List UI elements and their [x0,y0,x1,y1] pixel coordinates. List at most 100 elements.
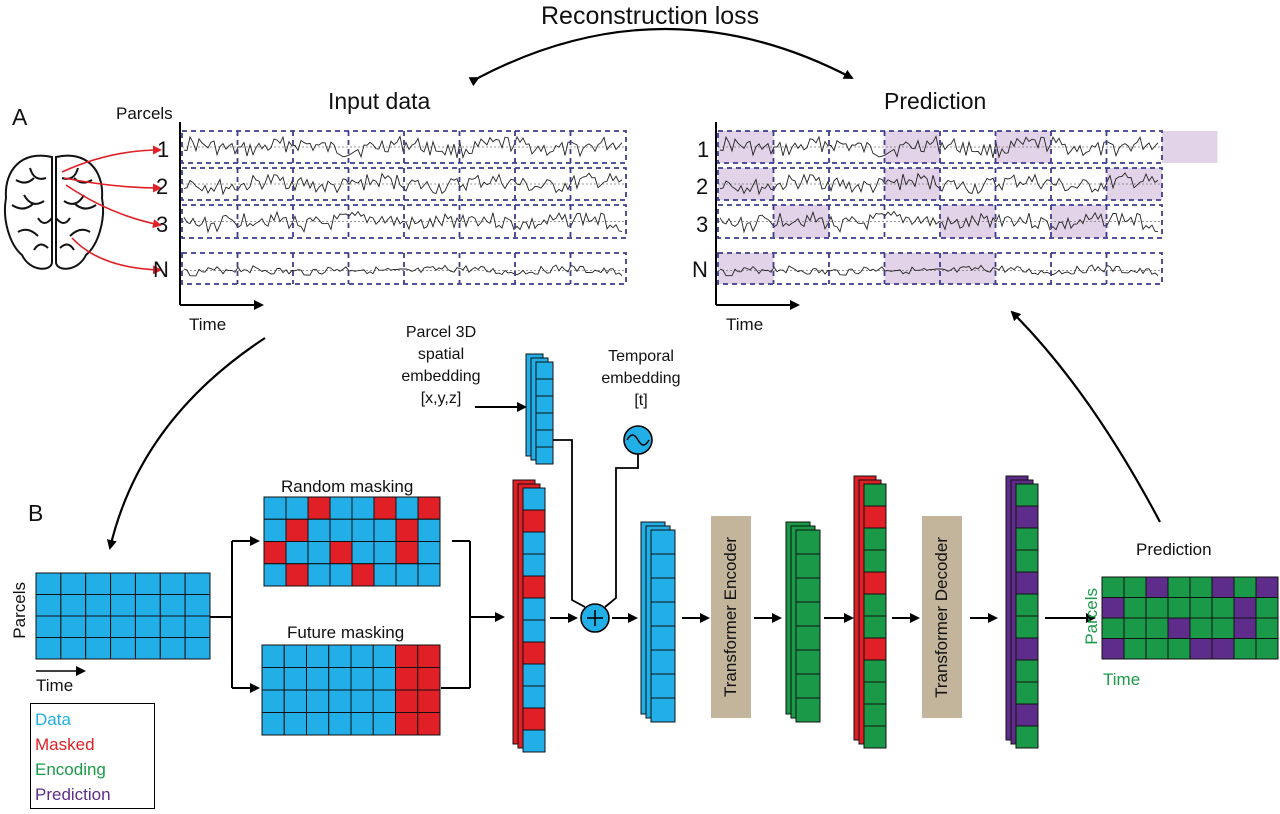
random-mask-cell [373,541,397,565]
future-mask-cell [328,712,352,736]
future-mask-cell [395,644,419,668]
future-mask-cell [372,712,396,736]
output-prediction-cell [1211,576,1235,598]
future-mask-cell [306,667,330,691]
masking-connectors [210,536,505,693]
random-mask-cell [395,496,419,520]
parcels-axis-label: Parcels [116,104,173,123]
data-grid-cell [35,572,62,595]
decoder-output-stack-cell [1015,527,1039,551]
data-grid-cell [60,637,87,660]
random-mask-cell [285,496,309,520]
output-prediction-cell [1145,617,1169,639]
future-mask-cell [261,667,285,691]
signal-trace [719,135,1159,159]
future-mask-cell [306,689,330,713]
spatial-embedding-stack-cell [535,412,554,431]
temporal-embedding-line-3: [t] [634,392,648,409]
random-mask-cell [395,541,419,565]
reconstruction-loss-arrow [468,28,854,87]
encoder-output-stack-cell [795,625,821,651]
data-grid-cell [85,615,112,638]
spatial-embedding-stack-cell [535,395,554,414]
future-mask-cell [417,667,441,691]
random-mask-cell [351,496,375,520]
signal-row-box [717,204,1163,239]
future-mask-cell [350,712,374,736]
spatial-embedding-line-4: [x,y,z] [420,390,462,407]
masked-segment-band [1162,131,1218,163]
prediction-row-label-n: N [692,257,708,282]
data-grid-cell [159,594,186,617]
encoder-output-stack-cell [795,601,821,627]
decoder-output-stack-cell [1015,615,1039,639]
future-mask-cell [395,689,419,713]
embedded-token-stack-cell [650,553,676,579]
temporal-embedding-line-1: Temporal [608,348,674,365]
embedded-token-stack-cell [650,577,676,603]
output-prediction-cell [1255,617,1279,639]
random-mask-cell [307,563,331,587]
future-mask-cell [261,689,285,713]
future-mask-cell [306,712,330,736]
random-mask-cell [307,496,331,520]
future-mask-cell [350,644,374,668]
transformer-encoder-label: Transformer Encoder [721,537,740,697]
future-mask-cell [395,712,419,736]
spatial-embedding-line-2: spatial [417,346,465,363]
masked-input-stack-cell [522,641,546,665]
random-mask-cell [373,496,397,520]
decoder-output-stack-cell [1015,659,1039,683]
masked-input-stack-cell [522,597,546,621]
spatial-embedding-line-3: embedding [401,368,481,385]
random-mask-cell [417,496,441,520]
output-prediction-cell [1233,597,1257,619]
future-masking-label: Future masking [287,623,405,642]
embedded-token-stack-cell [650,673,676,699]
decoder-output-stack-cell [1015,703,1039,727]
future-mask-cell [372,644,396,668]
temporal-embedding-line-2: embedding [601,370,681,387]
input-time-axis-label: Time [189,315,227,334]
decoder-input-stack-cell [863,593,887,617]
sine-wave-icon [623,425,653,455]
encoder-output-stack-cell [795,553,821,579]
future-mask-cell [283,689,307,713]
random-mask-cell [417,541,441,565]
spatial-embedding-stack-cell [535,446,554,465]
masked-segment-band [884,253,940,284]
decoder-input-stack-cell [863,483,887,507]
masked-segment-band [940,253,996,284]
data-grid-cell [35,594,62,617]
masked-input-stack-cell [522,487,546,511]
output-prediction-cell [1189,576,1213,598]
prediction-row-label-3: 3 [696,212,709,237]
decoder-input-stack-cell [863,549,887,573]
embedded-token-stack-cell [650,649,676,675]
sum-node-icon [580,603,610,633]
panel-b-grids [35,496,1279,736]
random-mask-cell [263,541,287,565]
masked-input-stack-cell [522,685,546,709]
random-mask-cell [263,496,287,520]
decoder-input-stack-cell [863,725,887,749]
decoder-input-stack-cell [863,571,887,595]
output-prediction-cell [1167,597,1191,619]
signal-trace [183,210,623,234]
output-prediction-cell [1123,597,1147,619]
embedded-token-stack-cell [650,697,676,723]
transformer-decoder-block: Transformer Decoder [922,516,962,718]
future-mask-cell [328,689,352,713]
data-grid-cell [159,637,186,660]
output-prediction-cell [1211,597,1235,619]
data-grid-cell [85,572,112,595]
data-grid-cell [159,615,186,638]
legend-prediction: Prediction [35,785,111,804]
masked-input-stack-cell [522,553,546,577]
decoder-input-stack-cell [863,527,887,551]
output-prediction-cell [1255,576,1279,598]
data-grid-cell [60,594,87,617]
input-row-label-1: 1 [157,137,170,162]
random-masking-label: Random masking [281,477,414,496]
random-mask-cell [263,518,287,542]
